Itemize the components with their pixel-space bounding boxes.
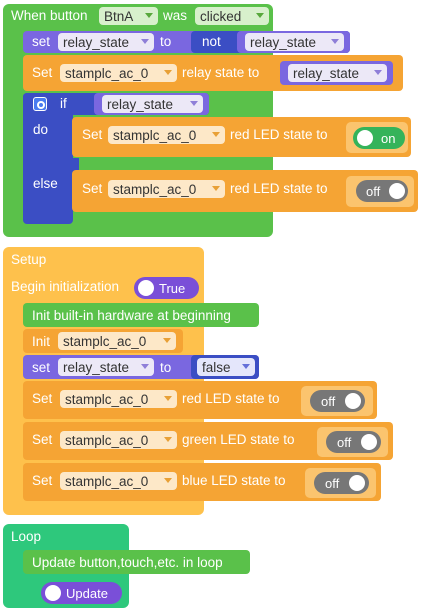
device-dropdown[interactable]: stamplc_ac_0 (60, 431, 177, 449)
init-label: Init (32, 334, 51, 349)
event-prefix-label: When button (11, 8, 88, 23)
toggle-knob (357, 130, 373, 146)
toggle-knob (45, 585, 61, 601)
relay-set-label: Set (32, 65, 53, 80)
chevron-down-icon (145, 13, 153, 18)
led-off-toggle[interactable]: off (356, 180, 408, 202)
init-hardware-label: Init built-in hardware at beginning (32, 308, 231, 323)
update-toggle[interactable]: Update (41, 582, 122, 604)
device-dropdown[interactable]: stamplc_ac_0 (60, 472, 177, 490)
setup-title: Setup (11, 252, 47, 267)
toggle-knob (389, 183, 405, 199)
chevron-down-icon (163, 338, 171, 343)
red-set-label: Set (32, 391, 53, 406)
set-label: set (32, 360, 51, 375)
chevron-down-icon (242, 364, 250, 369)
if-variable-dropdown[interactable]: relay_state (102, 95, 203, 113)
chevron-down-icon (164, 70, 172, 75)
set-label: set (32, 34, 51, 49)
toggle-knob (349, 475, 365, 491)
toggle-knob (138, 280, 154, 296)
led-state-label: red LED state to (230, 127, 328, 142)
begin-init-label: Begin initialization (11, 279, 120, 294)
blue-led-toggle[interactable]: off (314, 472, 369, 494)
update-loop-block[interactable] (23, 550, 250, 574)
device-dropdown[interactable]: stamplc_ac_0 (60, 64, 177, 82)
if-label: if (60, 96, 67, 111)
chevron-down-icon (164, 396, 172, 401)
boolean-dropdown[interactable]: false (197, 358, 255, 376)
green-led-toggle[interactable]: off (326, 431, 381, 453)
chevron-down-icon (190, 101, 198, 106)
green-set-label: Set (32, 432, 53, 447)
loop-title: Loop (11, 529, 42, 544)
gear-icon[interactable] (33, 97, 47, 111)
chevron-down-icon (141, 364, 149, 369)
chevron-down-icon (374, 70, 382, 75)
red-led-label: red LED state to (182, 391, 280, 406)
blue-led-label: blue LED state to (182, 473, 286, 488)
toggle-knob (361, 434, 377, 450)
relay-variable-dropdown[interactable]: relay_state (288, 64, 387, 82)
variable-dropdown[interactable]: relay_state (58, 358, 154, 376)
chevron-down-icon (212, 186, 220, 191)
else-set-label: Set (82, 181, 103, 196)
chevron-down-icon (331, 39, 339, 44)
to-label: to (160, 34, 172, 49)
chevron-down-icon (141, 39, 149, 44)
device-dropdown[interactable]: stamplc_ac_0 (58, 332, 176, 350)
led-state-label: red LED state to (230, 181, 328, 196)
device-dropdown[interactable]: stamplc_ac_0 (60, 390, 177, 408)
chevron-down-icon (164, 478, 172, 483)
do-set-label: Set (82, 127, 103, 142)
event-was-label: was (163, 8, 188, 23)
green-led-label: green LED state to (182, 432, 295, 447)
begin-init-toggle[interactable]: True (134, 277, 199, 299)
chevron-down-icon (164, 437, 172, 442)
update-loop-label: Update button,touch,etc. in loop (32, 555, 223, 570)
red-led-toggle[interactable]: off (310, 390, 365, 412)
init-hardware-block[interactable] (23, 303, 259, 327)
not-label: not (202, 34, 221, 49)
not-variable-dropdown[interactable]: relay_state (245, 33, 344, 51)
else-divider (23, 158, 79, 180)
blue-set-label: Set (32, 473, 53, 488)
button-dropdown[interactable]: BtnA (99, 7, 158, 25)
chevron-down-icon (256, 13, 264, 18)
led-on-toggle[interactable]: on (353, 127, 405, 149)
action-dropdown[interactable]: clicked (195, 7, 269, 25)
else-label: else (33, 176, 58, 191)
device-dropdown[interactable]: stamplc_ac_0 (108, 180, 225, 198)
do-label: do (33, 122, 49, 137)
relay-state-label: relay state to (182, 65, 260, 80)
variable-dropdown[interactable]: relay_state (58, 33, 154, 51)
toggle-knob (345, 393, 361, 409)
chevron-down-icon (212, 132, 220, 137)
to-label: to (160, 360, 172, 375)
device-dropdown[interactable]: stamplc_ac_0 (108, 126, 225, 144)
